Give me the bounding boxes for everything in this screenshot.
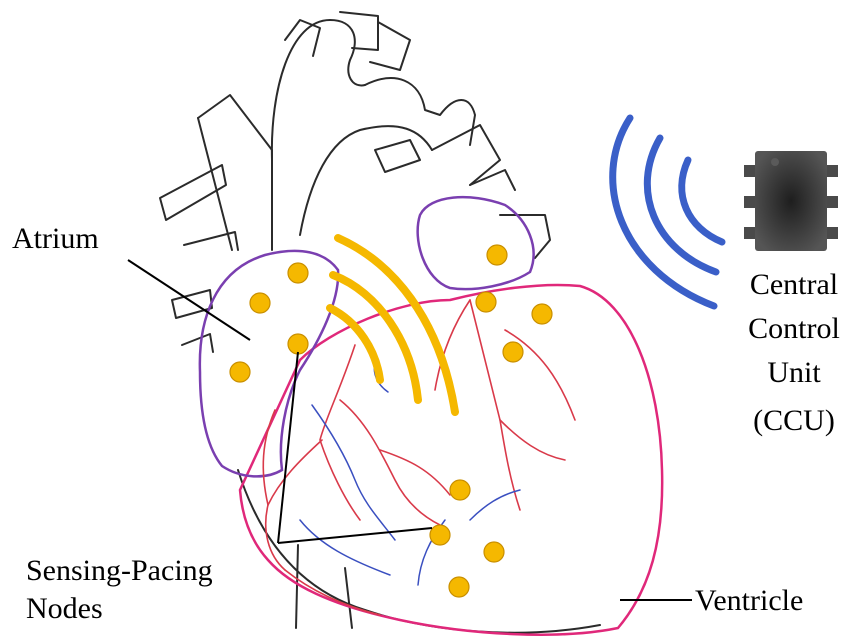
ccu-label-line1: Central xyxy=(750,268,838,301)
atrium-leader xyxy=(128,260,250,340)
node xyxy=(450,480,470,500)
node xyxy=(288,263,308,283)
sensing-pacing-label-line2: Nodes xyxy=(26,592,103,625)
coronary-arteries xyxy=(263,300,575,615)
ccu-label-line3: Unit xyxy=(767,356,821,389)
node xyxy=(503,342,523,362)
node xyxy=(487,245,507,265)
node xyxy=(250,293,270,313)
node xyxy=(449,577,469,597)
left-atrium-outline xyxy=(418,197,534,289)
node xyxy=(532,304,552,324)
ccu-label-line4: (CCU) xyxy=(753,404,835,437)
node xyxy=(430,525,450,545)
wireless-signal-icon xyxy=(613,118,714,306)
leader-lines xyxy=(128,260,692,600)
node xyxy=(484,542,504,562)
nodes-leader-lower xyxy=(278,528,432,543)
ventricle-label: Ventricle xyxy=(695,584,803,617)
atrium-outline xyxy=(200,251,338,477)
sensing-pacing-label-line1: Sensing-Pacing xyxy=(26,554,213,587)
ccu-label-line2: Control xyxy=(748,312,840,345)
heart-outline xyxy=(160,12,600,633)
atrium-label: Atrium xyxy=(12,222,99,255)
ccu-signal-waves xyxy=(613,118,722,306)
node xyxy=(230,362,250,382)
node xyxy=(476,292,496,312)
node xyxy=(288,334,308,354)
microchip-icon xyxy=(744,151,838,251)
sensing-pacing-nodes xyxy=(230,245,552,597)
